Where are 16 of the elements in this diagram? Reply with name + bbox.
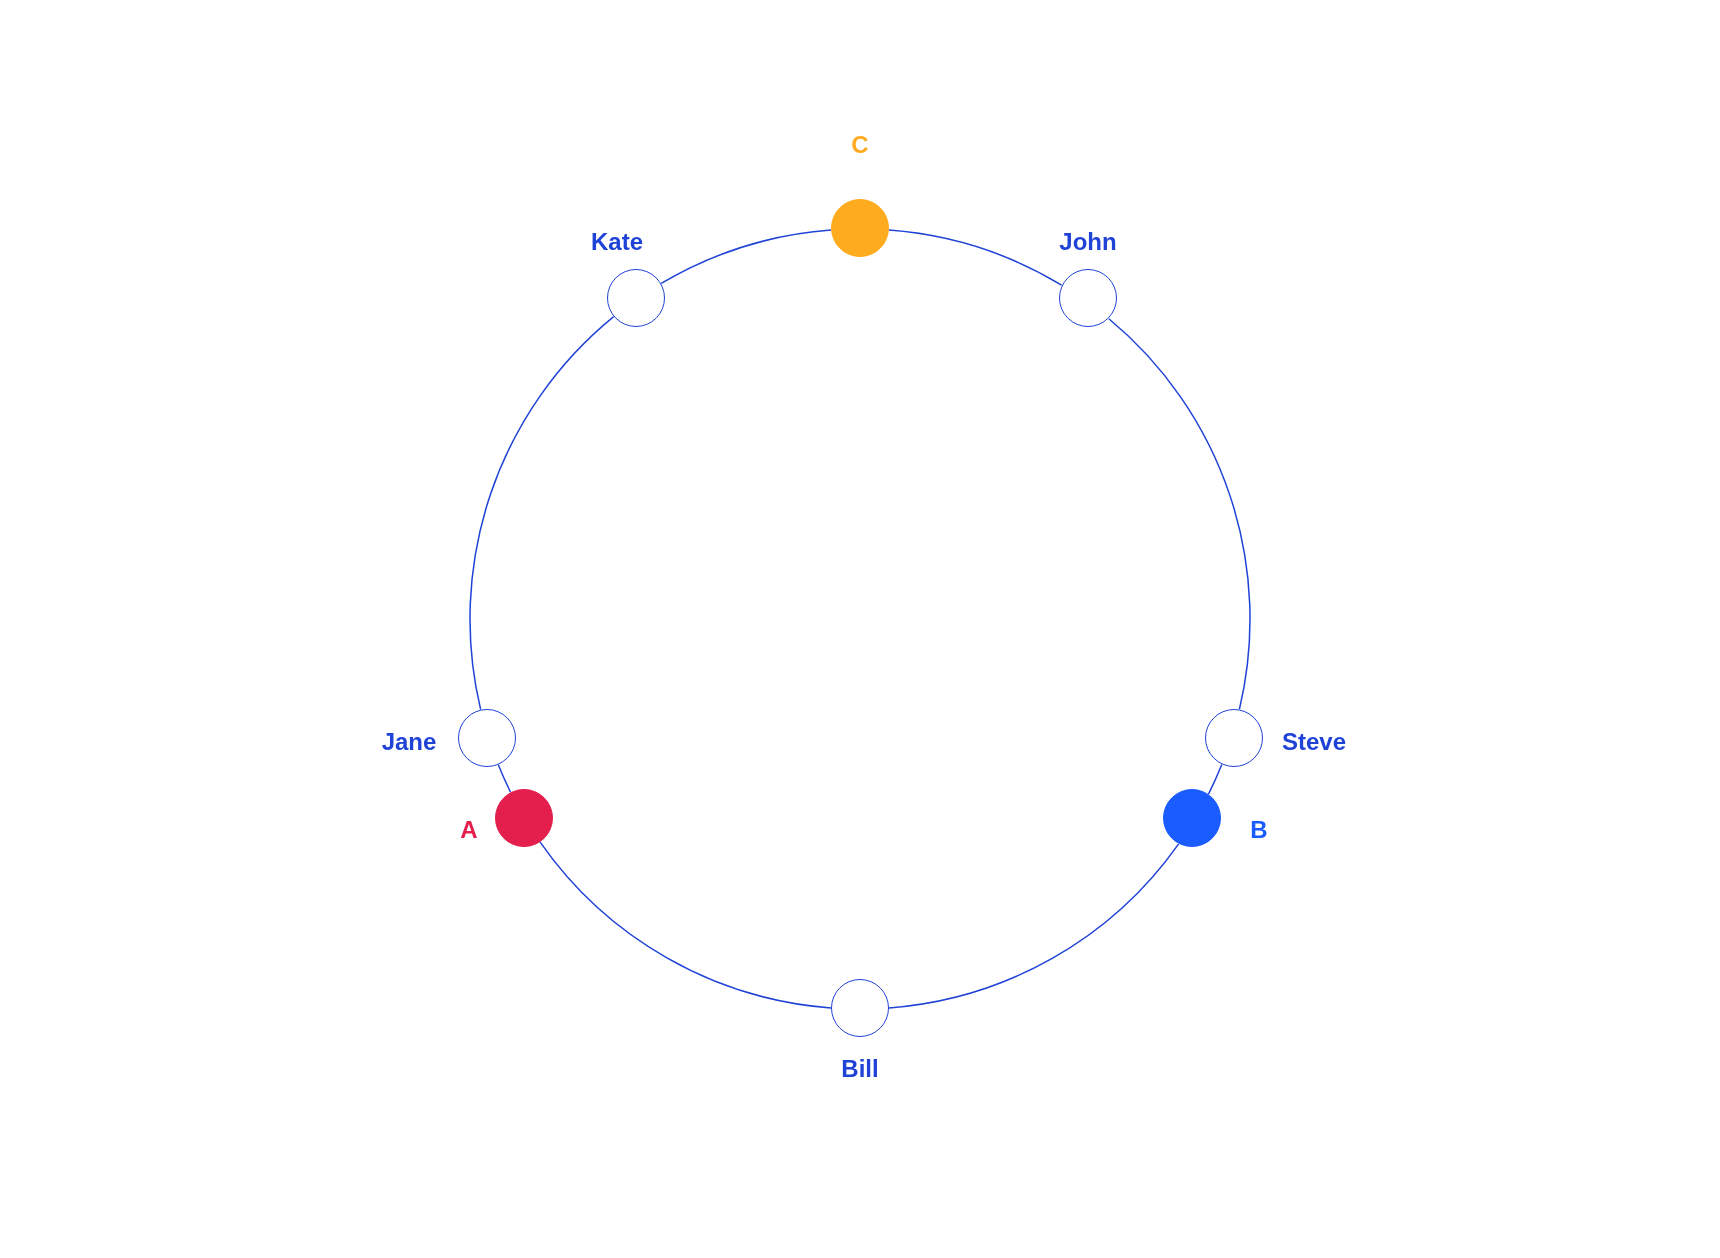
ring-arc [497, 764, 512, 793]
node-label: C [851, 133, 869, 157]
node-label: Kate [591, 230, 643, 254]
ring-arc [660, 229, 832, 285]
ring-arc [1108, 317, 1251, 711]
ring-arc [888, 843, 1180, 1009]
ring-arc [888, 229, 1063, 286]
ring-arc [1207, 763, 1223, 795]
node-label: John [1059, 230, 1117, 254]
node-label: Steve [1282, 730, 1346, 754]
ring-arc [469, 315, 615, 711]
ring-arc [539, 841, 832, 1009]
node-label: Jane [381, 730, 437, 754]
node-label: B [1250, 818, 1268, 842]
node-label: Bill [841, 1057, 879, 1081]
node-label: A [460, 818, 478, 842]
